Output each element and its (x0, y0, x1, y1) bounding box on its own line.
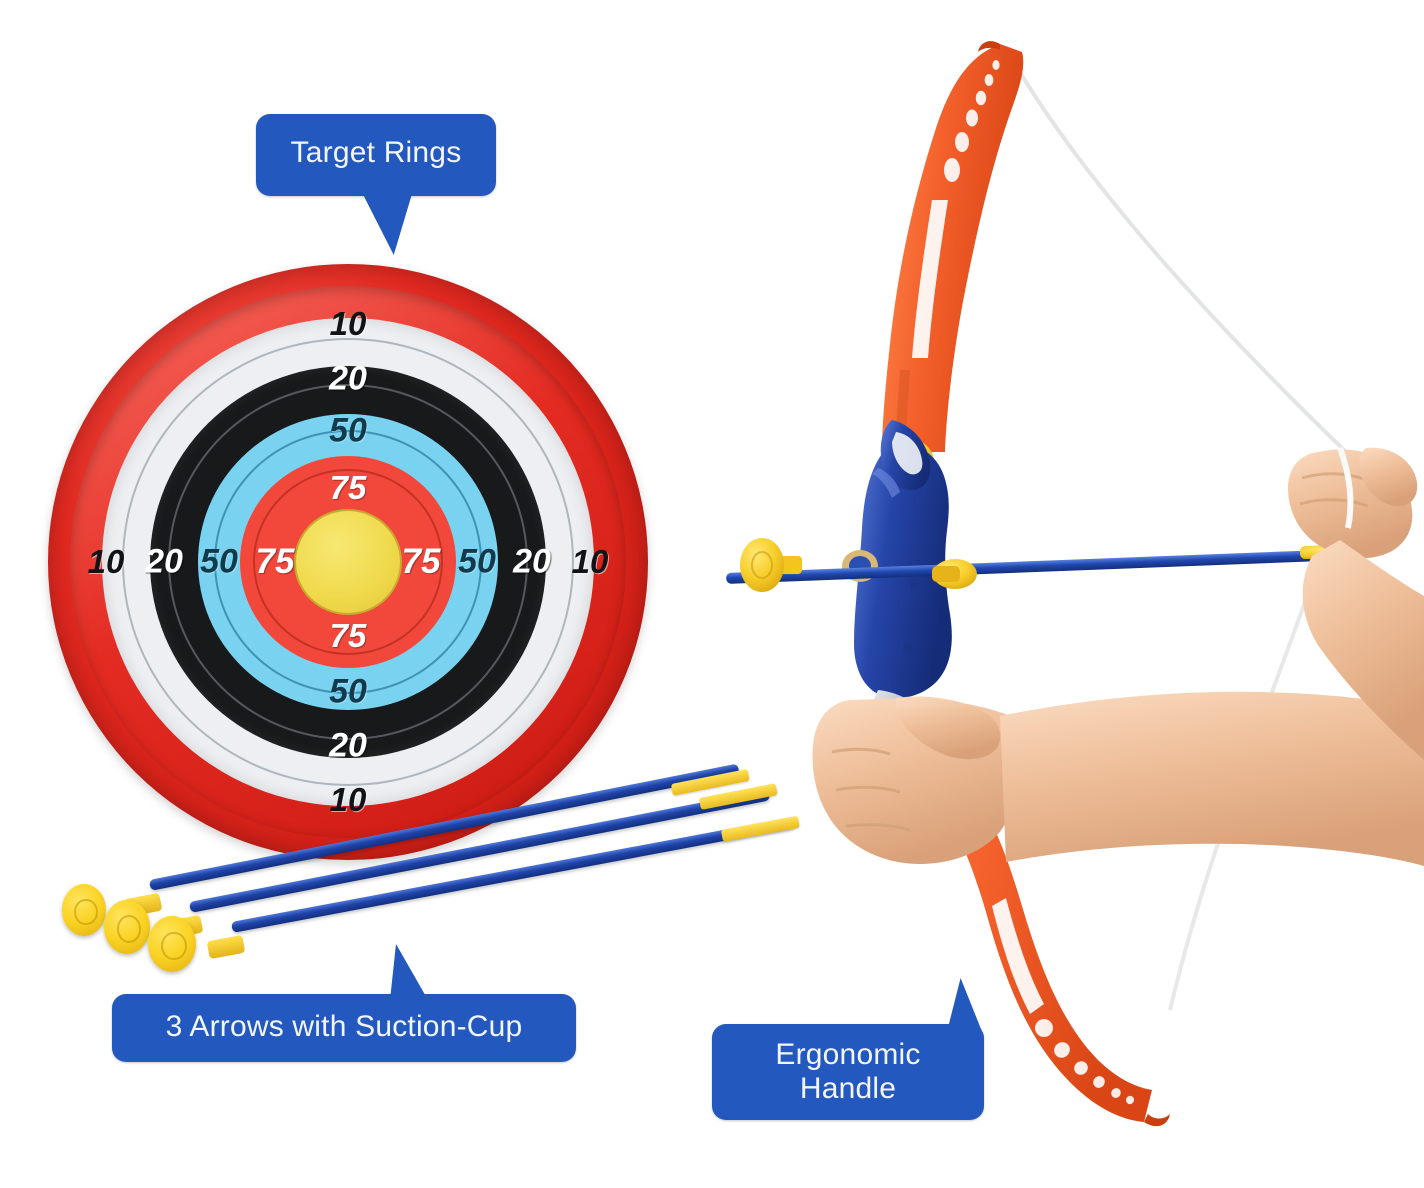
callout-arrows-suction-cup[interactable]: 3 Arrows with Suction-Cup (112, 994, 576, 1062)
arrow-cup-neck-3 (206, 934, 246, 960)
bowstring-pinch (1337, 446, 1354, 529)
bow-upper-limb-holes (944, 60, 1000, 182)
bow-lower-limb-tip (1144, 1114, 1170, 1127)
arrow-suction-cup-3 (148, 916, 196, 972)
target-bullseye (294, 509, 402, 615)
arrow-suction-cup-2 (104, 900, 150, 954)
bow-upper-limb-tip (978, 41, 1000, 52)
bow-sight-window (892, 432, 923, 475)
bow-riser-highlight (872, 468, 900, 498)
callout-target-rings-tail (362, 193, 428, 255)
bow-lower-limb-slot (992, 898, 1044, 1014)
bow-rest-pin-stem (932, 566, 960, 582)
draw-hand-thumb (1359, 447, 1418, 507)
bow-arm-forearm (1000, 691, 1424, 866)
bow-hand-creases (831, 747, 911, 832)
callout-arrows-suction-cup-tail (390, 944, 428, 1000)
bow-hand-thumb (896, 696, 1001, 760)
bowstring-upper (1005, 49, 1348, 454)
callout-target-rings[interactable]: Target Rings (256, 114, 496, 196)
nocked-arrow-shaft (726, 549, 1346, 584)
nocked-arrow-cup-ridge (751, 551, 773, 579)
arrow-suction-cup-1 (62, 884, 106, 936)
bow-riser-screw-2 (903, 643, 913, 653)
bow-upper-limb-slot (912, 200, 948, 358)
draw-arm-forearm (1302, 540, 1424, 760)
bow-lower-limb-holes (1035, 1019, 1135, 1105)
bow-assembly (700, 0, 1424, 1188)
target-face: 10 20 50 75 75 50 20 10 10 20 50 75 75 5… (48, 262, 648, 862)
nocked-arrow-suction-cup (740, 538, 784, 592)
bow-riser-screw-1 (909, 579, 919, 589)
draw-hand-creases (1299, 472, 1369, 508)
